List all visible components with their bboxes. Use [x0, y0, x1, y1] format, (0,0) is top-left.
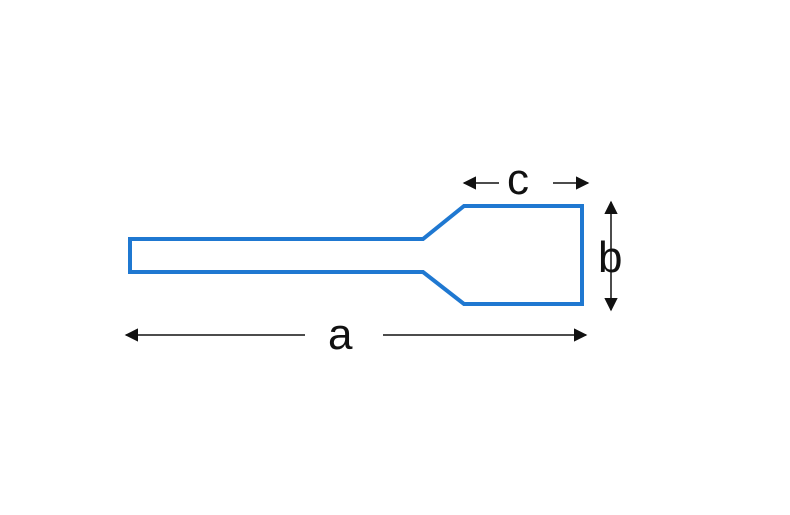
- terminal-outline: [128, 204, 584, 306]
- dimension-label-c: c: [507, 155, 529, 204]
- dimension-label-b: b: [598, 233, 623, 282]
- dimension-label-a: a: [328, 310, 353, 359]
